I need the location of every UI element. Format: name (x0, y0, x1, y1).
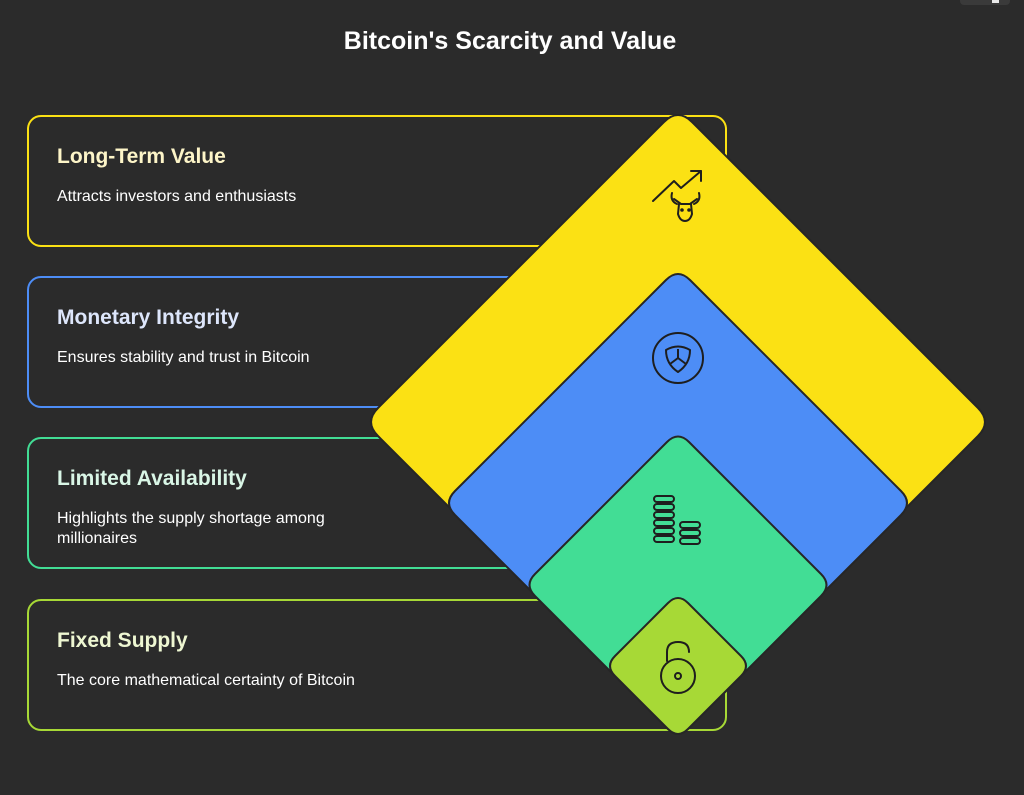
window-corner-handle[interactable] (960, 0, 1010, 5)
card-description: Attracts investors and enthusiasts (57, 188, 297, 205)
diamond-fixed-supply (609, 597, 747, 735)
diagram-title: Bitcoin's Scarcity and Value (343, 27, 677, 55)
card-description: The core mathematical certainty of Bitco… (57, 672, 355, 689)
card-title: Limited Availability (57, 467, 247, 490)
card-description: Ensures stability and trust in Bitcoin (57, 349, 310, 366)
card-title: Monetary Integrity (57, 306, 240, 329)
unlocked-padlock-icon (660, 640, 696, 694)
coin-stacks-icon (653, 495, 701, 545)
card-title: Long-Term Value (57, 145, 226, 168)
bull-market-icon (652, 170, 702, 222)
card-description: Highlights the supply shortage among mil… (57, 510, 325, 547)
card-title: Fixed Supply (57, 629, 188, 652)
shield-icon (652, 332, 704, 384)
